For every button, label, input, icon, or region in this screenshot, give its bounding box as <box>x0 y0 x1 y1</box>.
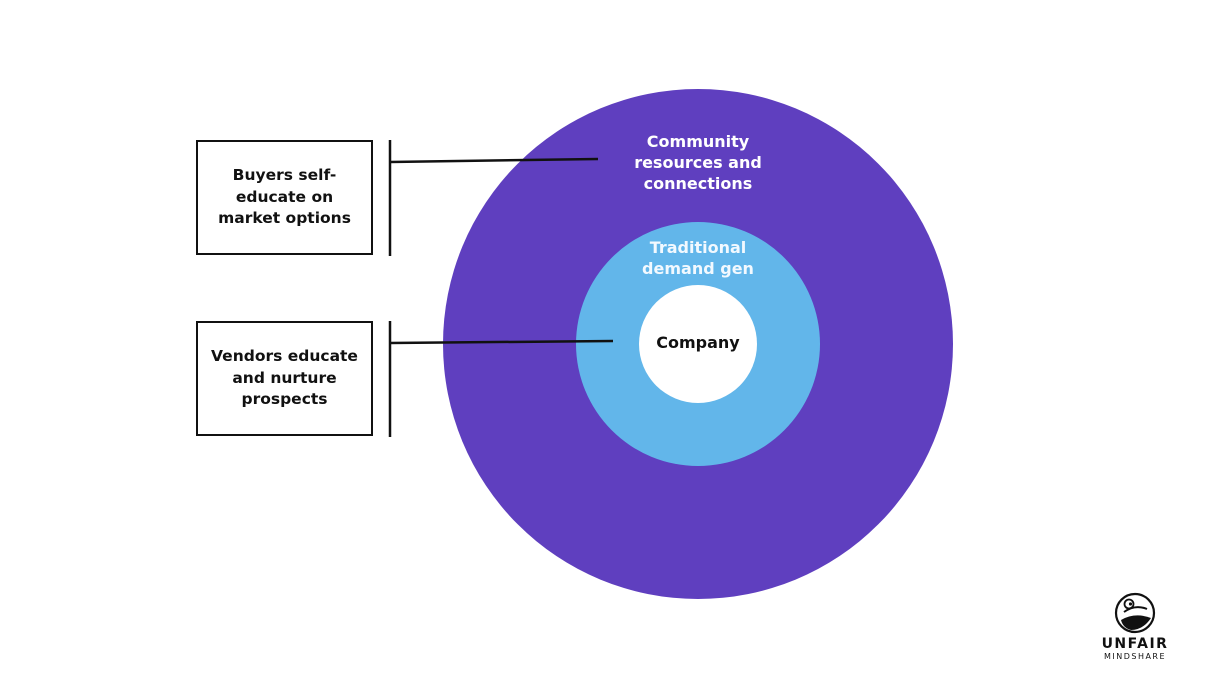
middle-ring-label: Traditional demand gen <box>642 238 754 278</box>
callout-text-buyers: Buyers self- educate on market options <box>218 166 351 228</box>
logo-mark-icon <box>1114 592 1156 634</box>
callout-box-buyers: Buyers self- educate on market options <box>196 140 373 255</box>
logo-wordmark-primary: UNFAIR <box>1101 636 1169 652</box>
logo-wordmark-secondary: MINDSHARE <box>1103 652 1167 661</box>
outer-ring-label: Community resources and connections <box>634 132 762 193</box>
brand-logo: UNFAIR MINDSHARE <box>1090 592 1180 672</box>
callout-1-connector <box>389 157 599 164</box>
callout-2-connector <box>389 339 614 345</box>
inner-ring <box>639 285 757 403</box>
callout-box-vendors: Vendors educate and nurture prospects <box>196 321 373 436</box>
callout-text-vendors: Vendors educate and nurture prospects <box>211 347 358 409</box>
inner-ring-label: Company <box>656 333 740 352</box>
